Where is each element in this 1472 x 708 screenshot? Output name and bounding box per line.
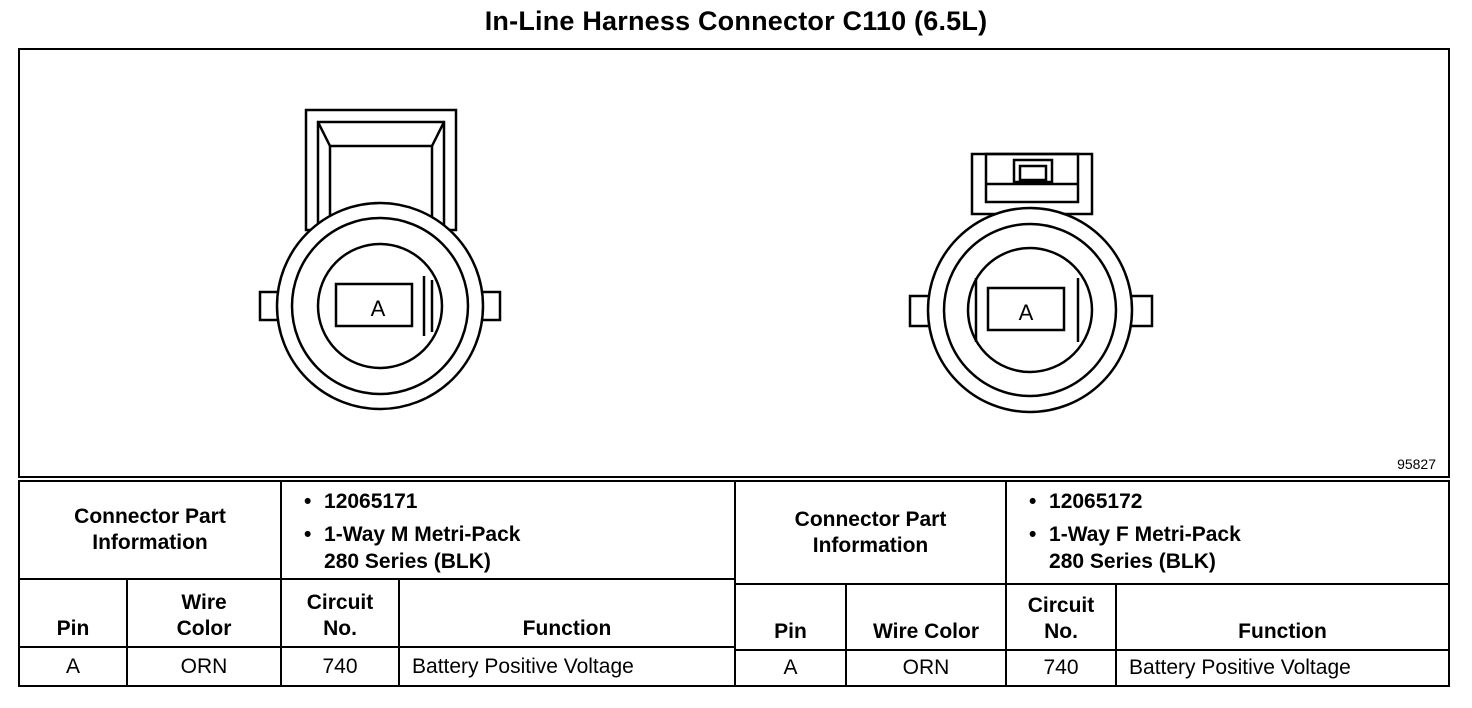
page-title: In-Line Harness Connector C110 (6.5L) [484,6,988,36]
col-header-function: Function [398,578,734,648]
male-connector-table: Connector Part Information 12065171 1-Wa… [18,480,735,687]
part-info-bullets: 12065172 1-Way F Metri-Pack 280 Series (… [1005,482,1448,585]
table-row: A ORN 740 Battery Positive Voltage [20,646,734,685]
circuit-cell: 740 [280,646,401,685]
part-info-bullets: 12065171 1-Way M Metri-Pack 280 Series (… [280,482,734,580]
table-row: A ORN 740 Battery Positive Voltage [736,649,1448,685]
pin-cell: A [20,646,128,685]
col-header-pin: Pin [736,583,847,651]
col-header-wire-color: Wire Color [844,583,1008,651]
connector-drawings: A A [258,108,1154,414]
col-header-wire-color: Wire Color [125,578,283,648]
wire-color-cell: ORN [125,646,283,685]
function-cell: Battery Positive Voltage [398,646,734,685]
connector-part-info-label: Connector Part Information [736,482,1008,585]
part-number: 12065172 [1029,488,1448,515]
figure-id: 95827 [1397,456,1436,472]
part-description: 1-Way F Metri-Pack 280 Series (BLK) [1029,521,1448,575]
circuit-cell: 740 [1005,649,1118,685]
col-header-pin: Pin [20,578,128,648]
col-header-function: Function [1115,583,1448,651]
part-number: 12065171 [304,488,734,515]
pin-cell: A [736,649,847,685]
wire-color-cell: ORN [844,649,1008,685]
function-cell: Battery Positive Voltage [1115,649,1448,685]
col-header-circuit: Circuit No. [280,578,401,648]
male-connector-drawing [258,108,502,411]
female-connector-table: Connector Part Information 12065172 1-Wa… [734,480,1450,687]
part-description: 1-Way M Metri-Pack 280 Series (BLK) [304,521,734,575]
connector-part-info-label: Connector Part Information [20,482,283,580]
female-connector-drawing [908,152,1154,414]
male-pin-label: A [371,296,386,321]
col-header-circuit: Circuit No. [1005,583,1118,651]
connector-diagram: A A 95827 [18,48,1450,478]
female-pin-label: A [1019,300,1034,325]
